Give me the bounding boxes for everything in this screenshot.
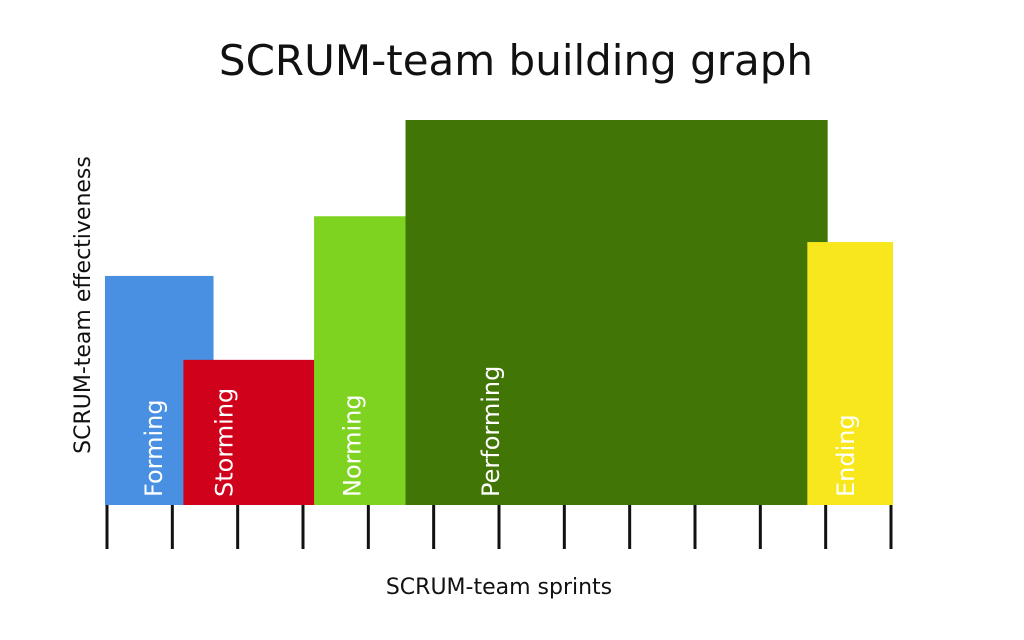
- bar-ending: [807, 242, 893, 506]
- bar-norming: [314, 216, 410, 505]
- y-axis-label: SCRUM-team effectiveness: [71, 156, 96, 454]
- bar-storming: [183, 359, 319, 505]
- x-ticks-group: [105, 505, 893, 549]
- bar-label-forming: Forming: [140, 399, 168, 497]
- bar-label-storming: Storming: [211, 388, 239, 497]
- bar-performing: [405, 120, 828, 505]
- x-axis-label: SCRUM-team sprints: [386, 575, 612, 600]
- bar-label-performing: Performing: [477, 366, 505, 497]
- chart-title: SCRUM-team building graph: [219, 36, 813, 85]
- bar-label-ending: Ending: [832, 414, 860, 497]
- bars-group: Forming Storming Norming Performing Ending: [105, 120, 893, 506]
- bar-label-norming: Norming: [339, 394, 367, 497]
